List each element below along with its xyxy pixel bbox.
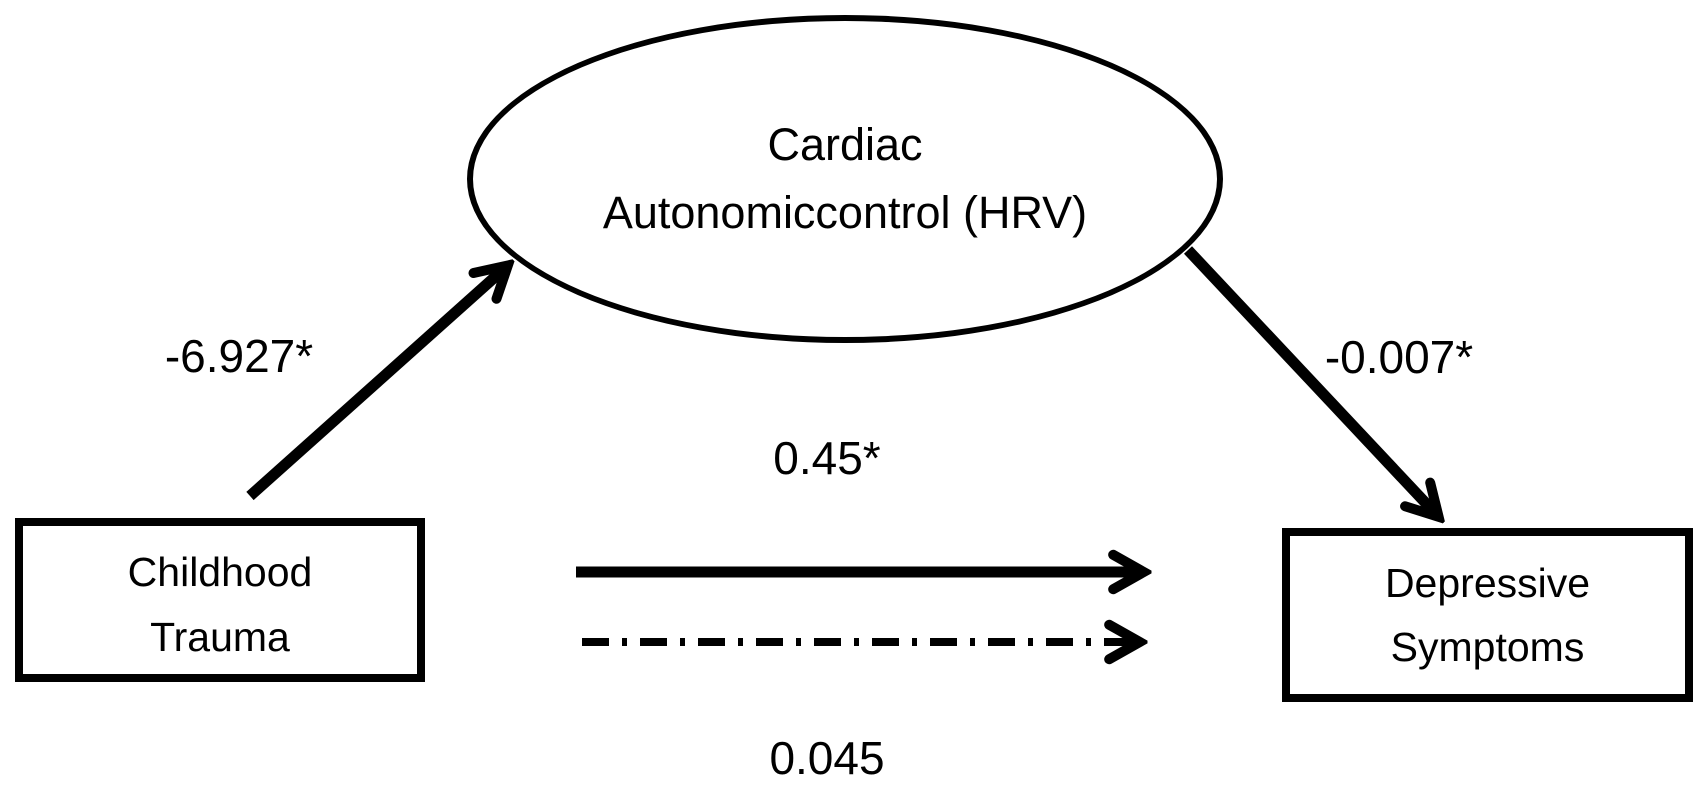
path-c-coefficient-label: 0.45*: [773, 432, 881, 484]
path-a-arrow: [246, 268, 505, 501]
path-c-prime-coefficient-label: 0.045: [769, 732, 885, 784]
path-b-arrow: [1183, 246, 1436, 514]
outcome-node-depressive-symptoms: Depressive Symptoms: [1282, 528, 1693, 702]
path-b-coefficient-label: -0.007*: [1324, 331, 1474, 383]
path-a-coefficient-label: -6.927*: [164, 330, 314, 382]
mediator-node-cardiac-autonomic-control: Cardiac Autonomiccontrol (HRV): [467, 15, 1223, 343]
predictor-label-line2: Trauma: [150, 614, 290, 660]
outcome-label-line2: Symptoms: [1390, 624, 1585, 670]
mediator-label-line1: Cardiac: [767, 119, 923, 170]
predictor-label-line1: Childhood: [127, 549, 313, 595]
outcome-label-line1: Depressive: [1384, 560, 1591, 606]
predictor-node-childhood-trauma: Childhood Trauma: [15, 518, 425, 682]
mediator-label-line2: Autonomiccontrol (HRV): [602, 187, 1088, 238]
